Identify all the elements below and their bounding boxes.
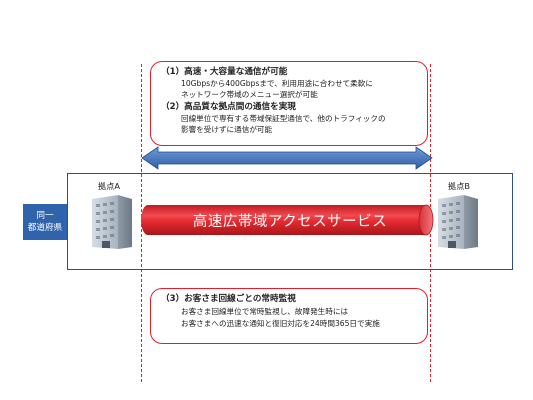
double-arrow-icon [141, 146, 433, 170]
region-label-line1: 同一 [36, 211, 54, 221]
region-label: 同一 都道府県 [23, 204, 67, 240]
pipe-cylinder [141, 204, 434, 236]
site-a-label: 拠点A [98, 181, 120, 191]
building-icon [92, 195, 132, 249]
callout-bottom: （3）お客さま回線ごとの常時監視 お客さま回線単位で常時監視し、故障発生時には … [150, 288, 428, 344]
region-frame [67, 173, 513, 270]
item2-line2: 影響を受けずに通信が可能 [181, 125, 273, 134]
item2-title: （2）高品質な拠点間の通信を実現 [161, 102, 296, 112]
item1-line1: 10Gbpsから400Gbpsまで、利用用途に合わせて柔軟に [181, 79, 373, 88]
region-label-line2: 都道府県 [27, 223, 63, 233]
item3-line1: お客さま回線単位で常時監視し、故障発生時には [181, 307, 349, 316]
callout-top: （1）高速・大容量な通信が可能 10Gbpsから400Gbpsまで、利用用途に合… [150, 61, 428, 146]
item3-line2: お客さまへの迅速な通知と復旧対応を24時間365日で実施 [181, 319, 380, 328]
site-b-label: 拠点B [448, 181, 470, 191]
item2-line1: 回線単位で専有する帯域保証型通信で、他のトラフィックの [181, 114, 386, 123]
item1-line2: ネットワーク帯域のメニュー選択が可能 [181, 90, 318, 99]
item1-title: （1）高速・大容量な通信が可能 [161, 67, 288, 77]
service-label: 高速広帯域アクセスサービス [192, 213, 388, 230]
building-icon [438, 195, 478, 249]
item3-title: （3）お客さま回線ごとの常時監視 [161, 294, 296, 304]
